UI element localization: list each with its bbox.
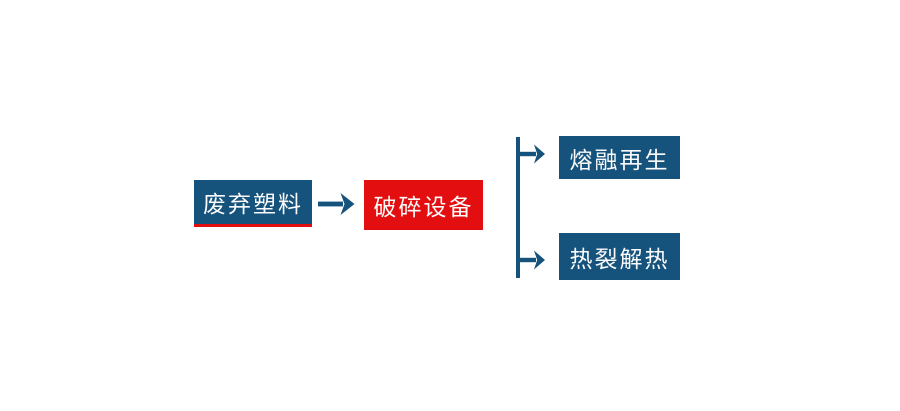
branch-arrow-bottom-icon [519, 248, 546, 272]
node-melt-regeneration-label: 熔融再生 [569, 146, 670, 173]
node-thermal-cracking: 热裂解热 [559, 233, 680, 280]
branch-arrow-top-icon [519, 142, 546, 166]
arrow-right-icon [317, 190, 355, 218]
branch-connector-line [516, 137, 520, 278]
node-waste-plastic-label: 废弃塑料 [203, 191, 303, 217]
node-crushing-equipment-label: 破碎设备 [373, 194, 474, 220]
node-thermal-cracking-label: 热裂解热 [569, 245, 670, 272]
node-crushing-equipment: 破碎设备 [364, 180, 483, 230]
node-melt-regeneration: 熔融再生 [559, 136, 680, 179]
node-waste-plastic: 废弃塑料 [194, 180, 312, 227]
